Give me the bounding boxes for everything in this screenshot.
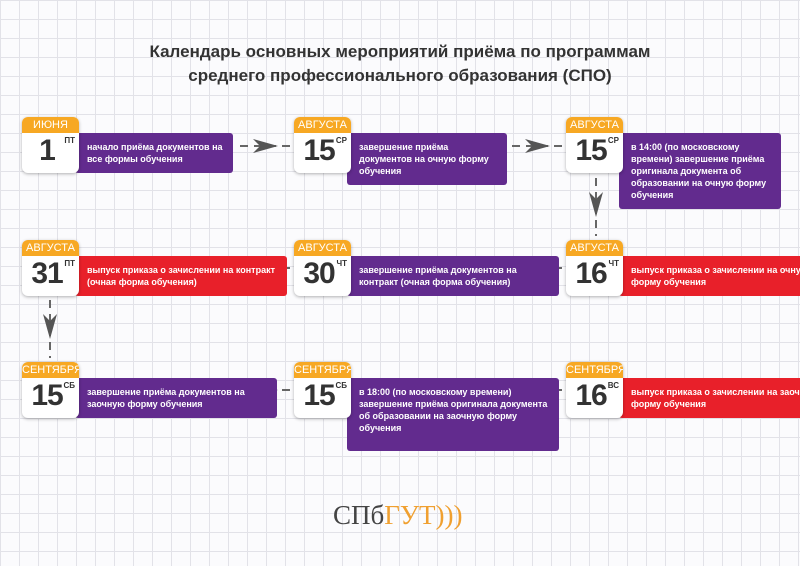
day-number: 15 [303,134,335,167]
day-number: 30 [303,257,335,290]
day-number: 16 [575,379,607,412]
arrow-down-icon [589,192,603,217]
weekday-label: СР [607,136,619,145]
event-description: завершение приёма документов на заочную … [75,378,277,418]
weekday-label: СБ [63,381,75,390]
event-description: начало приёма документов на все формы об… [75,133,233,173]
weekday-label: ВС [607,381,619,390]
arrow-down-icon [43,314,57,339]
month-label: АВГУСТА [566,240,623,256]
title-line-2: среднего профессионального образования (… [188,66,612,85]
month-label: АВГУСТА [22,240,79,256]
month-label: ИЮНЯ [22,117,79,133]
month-label: СЕНТЯБРЯ [566,362,623,378]
day-number: 15 [575,134,607,167]
title-line-1: Календарь основных мероприятий приёма по… [149,42,651,61]
event-description: выпуск приказа о зачислении на очную фор… [619,256,800,296]
day-number: 31 [31,257,63,290]
logo-part-1: СПб [333,500,385,530]
weekday-label: ПТ [64,259,75,268]
day-number: 1 [39,134,56,167]
weekday-label: СР [335,136,347,145]
weekday-label: ЧТ [608,259,619,268]
weekday-label: ЧТ [336,259,347,268]
event-description: завершение приёма документов на очную фо… [347,133,507,185]
page-title: Календарь основных мероприятий приёма по… [0,40,800,88]
event-description: выпуск приказа о зачислении на контракт … [75,256,287,296]
month-label: АВГУСТА [294,117,351,133]
arrow-right-icon [525,139,550,153]
day-number: 15 [303,379,335,412]
event-description: в 14:00 (по московскому времени) заверше… [619,133,781,209]
weekday-label: СБ [335,381,347,390]
event-description: завершение приёма документов на контракт… [347,256,559,296]
arrow-right-icon [253,139,278,153]
event-description: в 18:00 (по московскому времени) заверше… [347,378,559,451]
logo-part-2: ГУТ))) [384,500,463,530]
month-label: СЕНТЯБРЯ [294,362,351,378]
weekday-label: ПТ [64,136,75,145]
day-number: 16 [575,257,607,290]
day-number: 15 [31,379,63,412]
event-description: выпуск приказа о зачислении на заочную ф… [619,378,800,418]
month-label: АВГУСТА [566,117,623,133]
logo: СПбГУТ))) [333,500,462,531]
month-label: СЕНТЯБРЯ [22,362,79,378]
month-label: АВГУСТА [294,240,351,256]
